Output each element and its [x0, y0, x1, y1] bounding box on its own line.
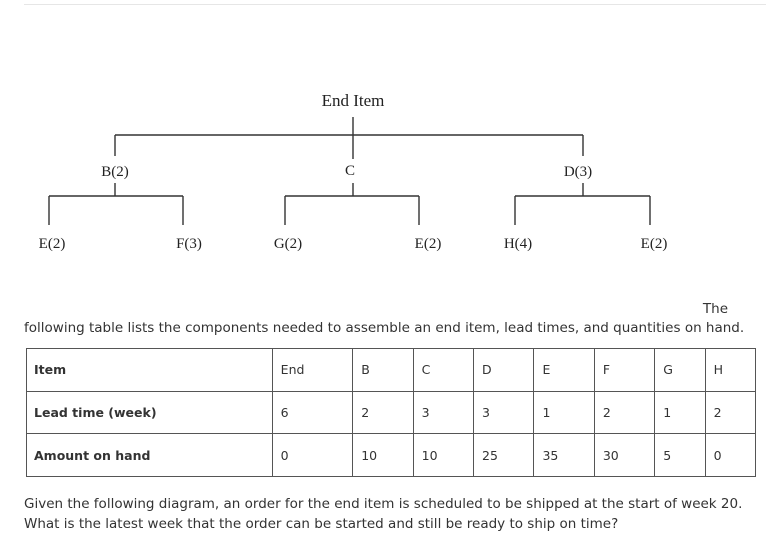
- node-b: B(2): [101, 164, 129, 180]
- column-header: Item: [26, 348, 273, 392]
- table-cell: 2: [593, 390, 656, 435]
- row-label: Lead time (week): [26, 390, 273, 435]
- table-cell: 25: [473, 433, 535, 477]
- table-cell: 6: [271, 390, 354, 435]
- intro-lead-word: The: [702, 301, 728, 317]
- table-cell: 10: [412, 433, 475, 477]
- row-label: Amount on hand: [26, 433, 273, 477]
- components-table: Item End B C D E F G H Lead time (week) …: [26, 348, 757, 477]
- table-cell: 2: [352, 390, 414, 435]
- intro-text: following table lists the components nee…: [24, 320, 745, 336]
- node-f: F(3): [176, 236, 202, 252]
- node-g: G(2): [274, 236, 302, 252]
- table-header-row: Item End B C D E F G H: [26, 348, 757, 392]
- node-h: H(4): [504, 236, 532, 252]
- table-cell: 5: [654, 433, 706, 477]
- column-header: End: [271, 348, 354, 392]
- question-text: Given the following diagram, an order fo…: [24, 494, 742, 534]
- table-cell: 0: [704, 433, 757, 477]
- node-e-under-d: E(2): [641, 236, 668, 252]
- node-c: C: [345, 163, 355, 179]
- table-cell: 10: [352, 433, 414, 477]
- node-d: D(3): [564, 164, 592, 180]
- table-cell: 1: [533, 390, 595, 435]
- question-line-2: What is the latest week that the order c…: [24, 516, 619, 532]
- column-header: F: [593, 348, 656, 392]
- top-divider: [24, 4, 766, 5]
- column-header: H: [704, 348, 757, 392]
- table-cell: 0: [271, 433, 354, 477]
- product-structure-tree: End Item B(2) C D(3) E(2) F(3) G(2) E(2)…: [39, 91, 668, 252]
- column-header: D: [473, 348, 535, 392]
- column-header: B: [352, 348, 414, 392]
- table-cell: 3: [412, 390, 475, 435]
- table-cell: 3: [473, 390, 535, 435]
- column-header: E: [533, 348, 595, 392]
- column-header: G: [654, 348, 706, 392]
- node-end-item: End Item: [322, 91, 385, 110]
- table-cell: 35: [533, 433, 595, 477]
- table-cell: 30: [593, 433, 656, 477]
- table-row-lead-time: Lead time (week) 6 2 3 3 1 2 1 2: [26, 390, 757, 435]
- table-cell: 2: [704, 390, 757, 435]
- column-header: C: [412, 348, 475, 392]
- table-row-amount-on-hand: Amount on hand 0 10 10 25 35 30 5 0: [26, 433, 757, 477]
- node-e-under-b: E(2): [39, 236, 66, 252]
- node-e-under-c: E(2): [415, 236, 442, 252]
- question-line-1: Given the following diagram, an order fo…: [24, 496, 743, 512]
- table-cell: 1: [654, 390, 706, 435]
